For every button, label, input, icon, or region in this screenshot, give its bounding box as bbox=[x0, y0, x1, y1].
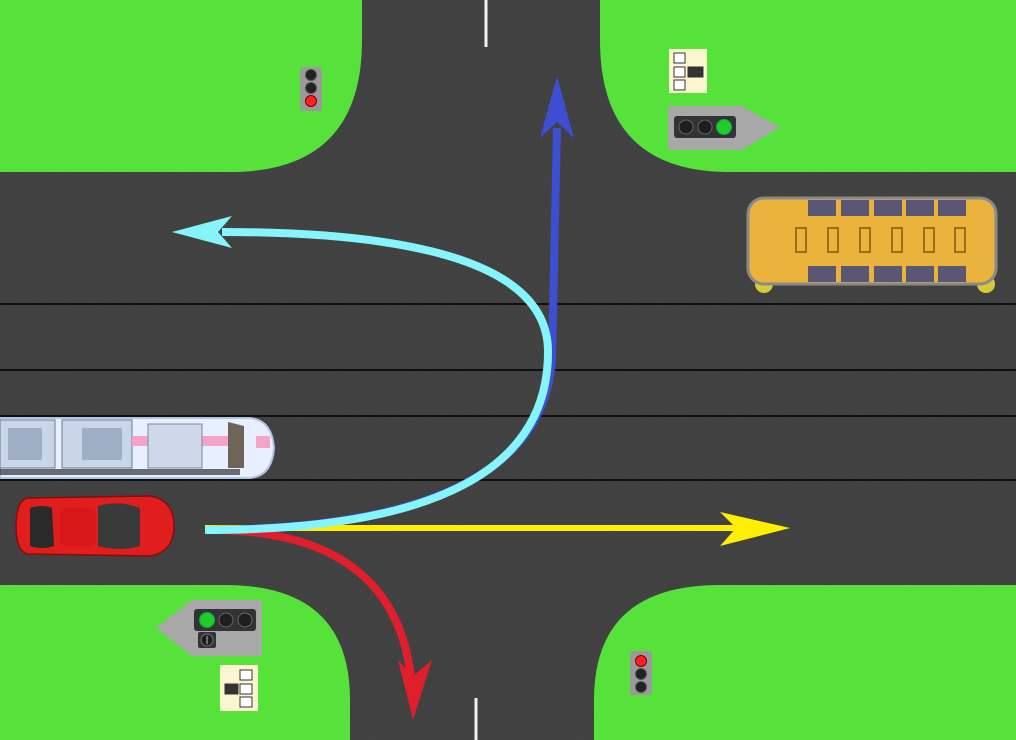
traffic-light-top-right bbox=[668, 106, 780, 150]
red-signal-icon bbox=[635, 655, 647, 667]
traffic-light-bottom-right bbox=[630, 651, 652, 695]
car bbox=[15, 495, 175, 557]
green-signal-icon bbox=[199, 612, 215, 628]
bus bbox=[746, 196, 998, 293]
red-signal-icon bbox=[305, 95, 317, 107]
grass-top-left bbox=[0, 0, 362, 172]
tram-signal-bottom-left bbox=[220, 665, 258, 711]
traffic-light-bottom-left bbox=[156, 600, 262, 656]
u-turn-arrow bbox=[172, 216, 553, 534]
grass-top-right bbox=[600, 0, 1016, 172]
green-signal-icon bbox=[716, 119, 732, 135]
traffic-light-top-left bbox=[300, 67, 322, 111]
tram bbox=[0, 417, 276, 479]
grass-bottom-left bbox=[0, 585, 350, 740]
tram-signal-top-right bbox=[669, 49, 707, 93]
grass-bottom-right bbox=[594, 585, 1016, 740]
